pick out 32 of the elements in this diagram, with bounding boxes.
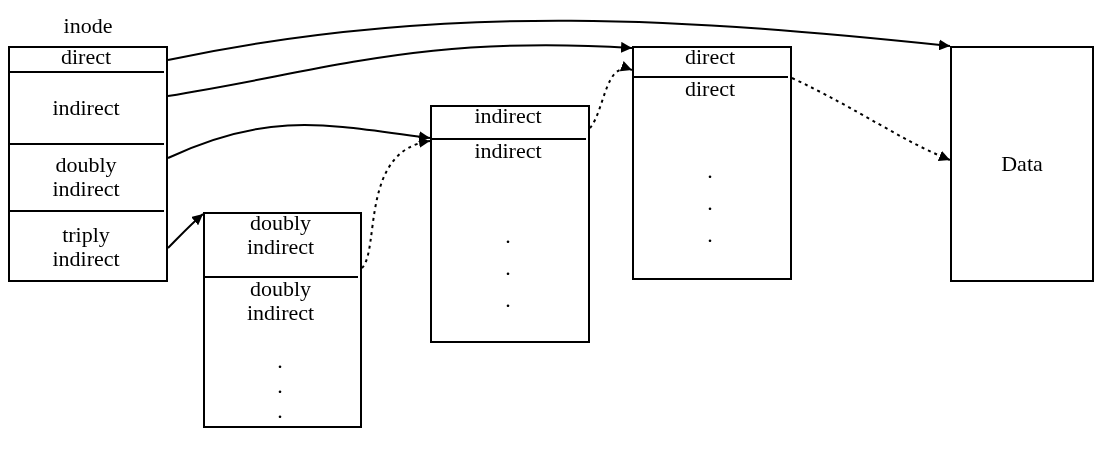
entry-text: Data: [1000, 151, 1044, 176]
entry-text: direct: [59, 45, 113, 69]
ellipsis-dot: .: [707, 224, 713, 246]
dotted-arrow: [589, 62, 633, 129]
dotted-arrow: [791, 77, 951, 161]
ellipsis-dot: .: [277, 400, 283, 422]
arrow: [167, 124, 431, 159]
entry-text: doubly indirect: [245, 211, 316, 259]
ellipsis-dot: .: [505, 289, 511, 311]
ellipsis-dot: .: [505, 225, 511, 247]
block-box: [203, 212, 362, 428]
arrow: [167, 19, 951, 61]
entry-text: doubly indirect: [51, 153, 121, 201]
ellipsis-dot: .: [505, 257, 511, 279]
entry-text: direct: [683, 77, 737, 101]
ellipsis-dot: .: [277, 350, 283, 372]
entry-text: indirect: [473, 139, 543, 163]
entry-text: indirect: [51, 95, 121, 120]
dotted-arrow: [361, 138, 431, 269]
entry-text: triply indirect: [51, 222, 121, 271]
ellipsis-dot: .: [707, 160, 713, 182]
block-box: [632, 46, 792, 280]
block-box: [430, 105, 590, 343]
arrow: [167, 213, 204, 249]
entry-text: doubly indirect: [245, 277, 316, 325]
entry-text: indirect: [473, 104, 543, 128]
data-block-box: [950, 46, 1094, 282]
table-heading: inode: [62, 14, 114, 38]
ellipsis-dot: .: [277, 375, 283, 397]
ellipsis-dot: .: [707, 192, 713, 214]
arrow: [167, 42, 633, 97]
entry-text: direct: [683, 45, 737, 69]
